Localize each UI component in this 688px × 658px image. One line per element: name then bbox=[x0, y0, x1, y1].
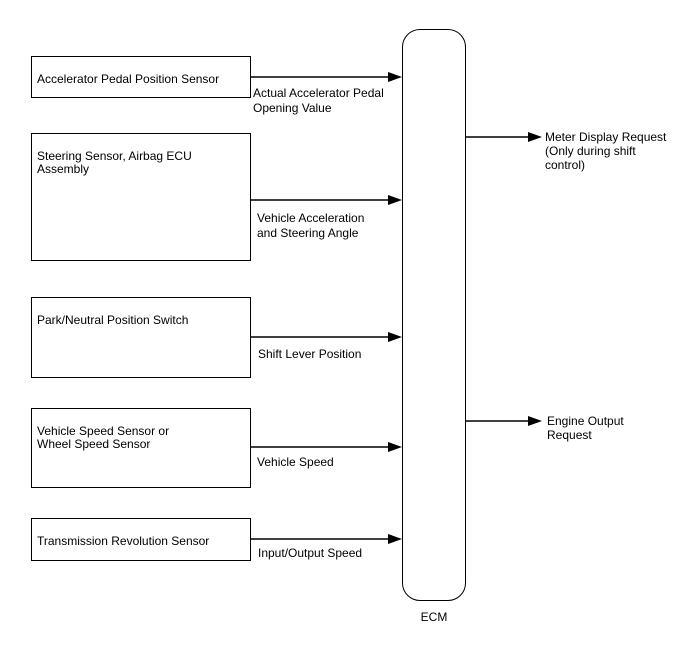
arrowhead-park-neutral bbox=[388, 332, 402, 342]
signal-label-accelerator: Actual Accelerator Pedal Opening Value bbox=[253, 86, 384, 115]
arrowhead-engine-output bbox=[528, 416, 542, 426]
arrowhead-accelerator bbox=[388, 72, 402, 82]
ecm-block bbox=[402, 29, 466, 601]
sensor-label-vehicle-speed: Vehicle Speed Sensor or Wheel Speed Sens… bbox=[37, 424, 170, 451]
arrowhead-meter-display bbox=[528, 132, 542, 142]
sensor-label-accelerator: Accelerator Pedal Position Sensor bbox=[37, 72, 220, 86]
signal-label-park-neutral: Shift Lever Position bbox=[258, 347, 362, 361]
arrowhead-transmission bbox=[388, 534, 402, 544]
sensor-box-steering: Steering Sensor, Airbag ECU Assembly bbox=[31, 133, 251, 261]
signal-label-steering: Vehicle Acceleration and Steering Angle bbox=[257, 211, 365, 240]
arrowhead-steering bbox=[388, 195, 402, 205]
signal-label-vehicle-speed: Vehicle Speed bbox=[257, 455, 334, 469]
output-label-engine-output: Engine Output Request bbox=[547, 414, 624, 442]
sensor-box-vehicle-speed: Vehicle Speed Sensor or Wheel Speed Sens… bbox=[31, 408, 251, 488]
sensor-box-accelerator: Accelerator Pedal Position Sensor bbox=[31, 56, 251, 98]
signal-label-transmission: Input/Output Speed bbox=[258, 546, 363, 560]
sensor-label-steering: Steering Sensor, Airbag ECU Assembly bbox=[37, 149, 192, 176]
sensor-label-transmission: Transmission Revolution Sensor bbox=[37, 534, 210, 548]
sensor-box-park-neutral: Park/Neutral Position Switch bbox=[31, 297, 251, 378]
sensor-label-park-neutral: Park/Neutral Position Switch bbox=[37, 313, 189, 327]
ecm-label: ECM bbox=[420, 610, 448, 624]
output-label-meter-display: Meter Display Request (Only during shift… bbox=[545, 130, 667, 172]
sensor-box-transmission: Transmission Revolution Sensor bbox=[31, 518, 251, 561]
arrowhead-vehicle-speed bbox=[388, 442, 402, 452]
